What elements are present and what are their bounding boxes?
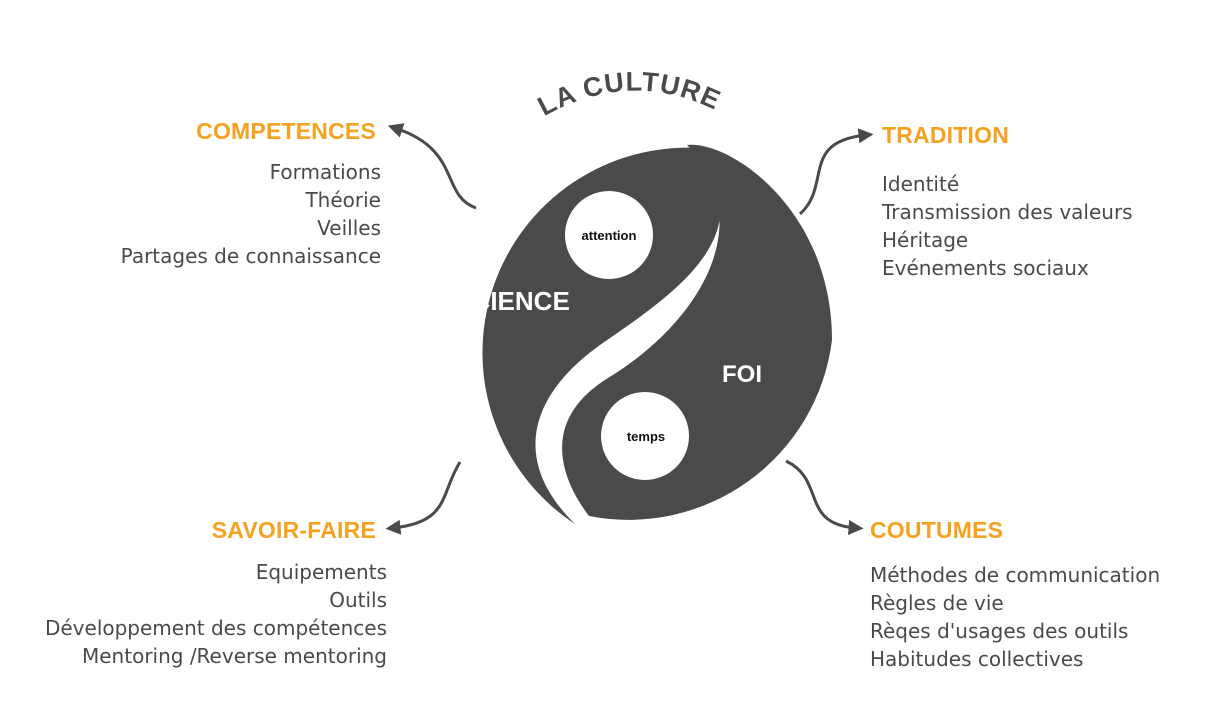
coutumes-heading: COUTUMES — [870, 517, 1004, 543]
coutumes-list: Méthodes de communication Règles de vie … — [870, 561, 1160, 673]
attention-circle — [565, 191, 653, 279]
list-item: Règles de vie — [870, 591, 1004, 615]
list-item: Outils — [329, 588, 387, 612]
science-label: SCIENCE — [454, 286, 570, 316]
list-item: Partages de connaissance — [120, 244, 381, 268]
arrow-competences — [387, 123, 477, 210]
list-item: Formations — [269, 160, 381, 184]
competences-list: Formations Théorie Veilles Partages de c… — [121, 158, 381, 270]
list-item: Théorie — [305, 188, 381, 212]
arrow-coutumes — [785, 459, 864, 535]
tradition-list: Identité Transmission des valeurs Hérita… — [882, 170, 1133, 282]
diagram-title: LA CULTURE — [533, 67, 726, 122]
list-item: Identité — [882, 172, 960, 196]
list-item: Développement des compétences — [44, 616, 387, 640]
list-item: Héritage — [882, 228, 969, 252]
temps-circle — [601, 392, 689, 480]
list-item: Veilles — [317, 216, 381, 240]
competences-heading: COMPETENCES — [196, 118, 376, 144]
list-item: Habitudes collectives — [870, 647, 1084, 671]
list-item: Transmission des valeurs — [882, 200, 1133, 224]
savoir-faire-list: Equipements Outils Développement des com… — [45, 558, 387, 670]
arrow-tradition — [798, 128, 874, 216]
list-item: Rèqes d'usages des outils — [870, 619, 1129, 643]
list-item: Equipements — [255, 560, 387, 584]
savoir-faire-heading: SAVOIR-FAIRE — [211, 517, 376, 543]
tradition-heading: TRADITION — [882, 122, 1010, 148]
list-item: Méthodes de communication — [870, 563, 1161, 587]
arrow-savoir-faire — [385, 461, 462, 535]
list-item: Evénements sociaux — [882, 256, 1089, 280]
foi-label: FOI — [722, 361, 762, 388]
list-item: Mentoring /Reverse mentoring — [82, 644, 387, 668]
yin-yang-symbol — [482, 144, 832, 524]
temps-label: temps — [627, 429, 665, 444]
connector-arrows — [385, 123, 874, 535]
attention-label: attention — [582, 228, 637, 243]
science-half — [482, 147, 721, 524]
